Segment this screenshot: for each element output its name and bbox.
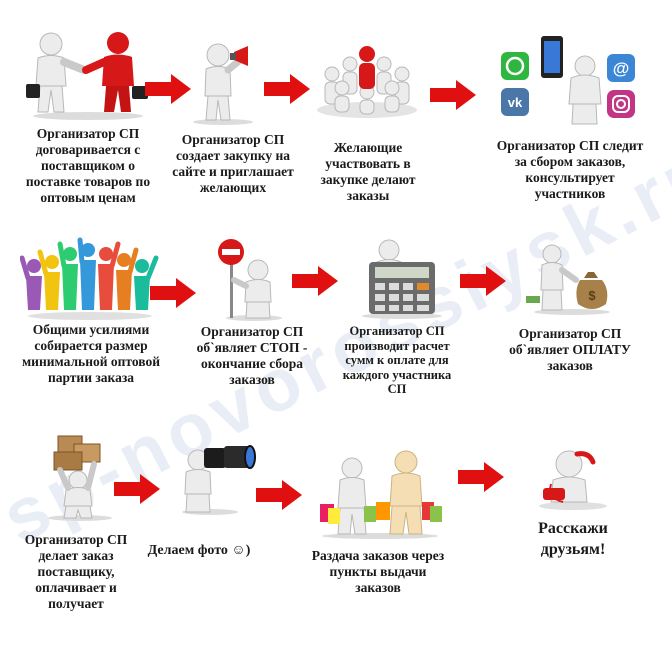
arrow-10-11 (256, 480, 302, 510)
arrow-9-10 (114, 474, 160, 504)
svg-text:vk: vk (508, 95, 523, 110)
step-5-caption: Общими усилиями собирается размер минима… (21, 322, 161, 385)
step-10-caption: Делаем фото ☺) (147, 543, 251, 558)
step-12-tell-friends: Расскажи друзьям! (498, 436, 648, 576)
step-6-stop: Организатор СП об`являет СТОП - окончани… (182, 236, 322, 406)
stop-sign-icon (218, 239, 282, 321)
team-icon (20, 237, 159, 320)
arrow-3-4 (430, 80, 476, 110)
step-6-caption: Организатор СП об`являет СТОП - окончани… (196, 324, 308, 387)
step-1-caption: Организатор СП договаривается с поставщи… (25, 126, 151, 205)
step-11-caption: Раздача заказов через пункты выдачи зака… (311, 548, 445, 595)
shopping-bags-icon (320, 450, 442, 539)
handshake-icon (26, 32, 148, 120)
crowd-icon (317, 46, 417, 118)
step-2-megaphone: Организатор СП создает закупку на сайте … (168, 40, 298, 195)
step-8-payment: $ Организатор СП об`являет ОПЛАТУ заказо… (490, 240, 655, 400)
step-8-caption: Организатор СП об`являет ОПЛАТУ заказов (509, 326, 631, 373)
step-3-crowd: Желающие участвовать в закупке делают за… (308, 30, 428, 203)
step-9-parcels: Организатор СП делает заказ поставщику, … (14, 430, 144, 630)
step-11-distribution: Раздача заказов через пункты выдачи зака… (300, 450, 460, 610)
svg-text:@: @ (613, 59, 630, 78)
step-1-handshake: Организатор СП договаривается с поставщи… (18, 28, 158, 205)
arrow-11-12 (458, 462, 504, 492)
telephone-icon (539, 450, 607, 510)
step-3-caption: Желающие участвовать в закупке делают за… (320, 140, 416, 203)
step-2-caption: Организатор СП создает закупку на сайте … (172, 132, 294, 195)
step-5-team: Общими усилиями собирается размер минима… (18, 236, 168, 416)
money-bag-icon: $ (526, 244, 610, 315)
parcels-icon (48, 435, 112, 521)
step-10-photo: Делаем фото ☺) (146, 430, 272, 590)
arrow-2-3 (264, 74, 310, 104)
svg-text:$: $ (588, 288, 596, 303)
arrow-1-2 (145, 74, 191, 104)
megaphone-icon (193, 43, 253, 125)
step-7-calculator: Организатор СП производит расчет сумм к … (332, 236, 472, 406)
step-7-caption: Организатор СП производит расчет сумм к … (342, 324, 452, 396)
camera-icon (182, 445, 256, 515)
calculator-icon (362, 239, 442, 319)
step-4-messengers: vk @ Организатор СП следит за сбором зак… (490, 32, 655, 201)
messenger-icons: vk @ (501, 36, 635, 125)
step-9-caption: Организатор СП делает заказ поставщику, … (24, 532, 128, 611)
arrow-5-6 (150, 278, 196, 308)
step-4-caption: Организатор СП следит за сбором заказов,… (496, 138, 644, 201)
arrow-7-8 (460, 266, 506, 296)
step-12-caption: Расскажи друзьям! (538, 520, 608, 558)
arrow-6-7 (292, 266, 338, 296)
